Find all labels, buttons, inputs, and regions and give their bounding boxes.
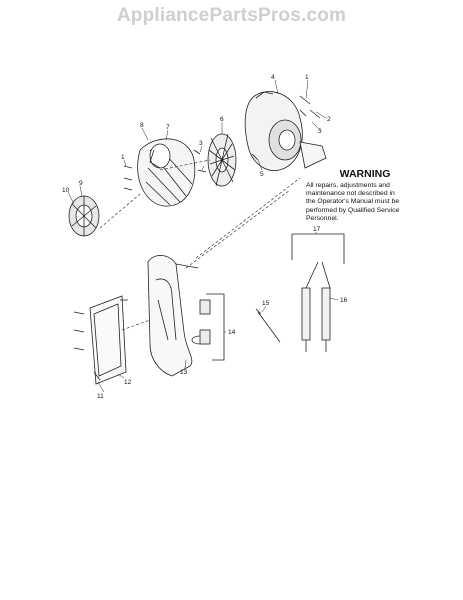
warning-line: All repairs, adjustments and [306,182,390,189]
callout-14: 14 [228,329,236,336]
impeller-fan [207,133,237,187]
callout-3b: 3 [199,140,203,147]
callout-16: 16 [340,297,348,304]
warning-line: the Operator's Manual must be [306,198,400,206]
fasteners [73,95,321,381]
warning-line: Personnel. [306,214,339,222]
callout-13: 13 [180,369,188,376]
watermark-title: AppliancePartsPros.com [116,5,347,26]
back-frame [147,255,209,377]
callout-leaders [67,79,339,393]
callout-labels: 4 1 2 3 5 6 7 8 1 3 9 10 11 12 13 14 15 … [62,74,348,400]
assembly-guide-lines [99,159,301,331]
bracket-14 [199,293,225,361]
callout-3: 3 [318,128,322,135]
harness-straps [291,233,345,352]
blower-housing [244,91,327,171]
tool-rod [255,308,281,343]
callout-11: 11 [97,393,104,400]
callout-15: 15 [262,300,270,307]
back-pad [89,295,127,385]
callout-4: 4 [271,74,275,81]
warning-title: WARNING [339,168,391,180]
warning-line: maintenance not described in [306,190,395,198]
callout-9: 9 [79,180,83,187]
callout-1b: 1 [121,154,125,161]
callout-2: 2 [327,116,331,123]
callout-12: 12 [124,379,132,386]
callout-6: 6 [220,116,224,123]
callout-7: 7 [166,124,170,131]
warning-text: All repairs, adjustments and maintenance… [306,182,424,223]
callout-10: 10 [62,187,70,194]
callout-17: 17 [313,226,321,233]
callout-8: 8 [140,122,144,129]
fan-cover [137,138,196,207]
callout-5: 5 [260,171,264,178]
warning-notice: WARNING All repairs, adjustments and mai… [306,168,424,223]
warning-line: performed by Qualified Service [306,206,400,214]
callout-1: 1 [305,74,309,81]
flywheel [68,195,100,237]
